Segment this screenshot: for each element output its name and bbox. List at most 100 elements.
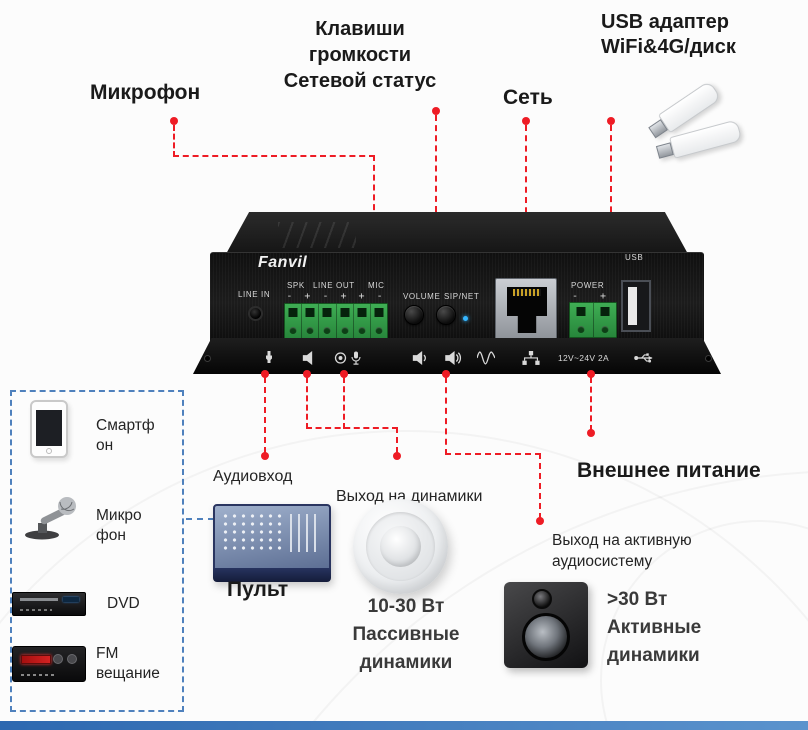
- dvd-player-icon: [12, 592, 86, 616]
- source-label-microphone: Микро фон: [96, 507, 142, 544]
- speaker-terminal-block: [284, 303, 388, 339]
- line-dot: [587, 370, 595, 378]
- fm-knob: [67, 654, 77, 664]
- label-active-speakers: >30 Вт Активные динамики: [607, 589, 702, 666]
- terminal: [319, 304, 337, 338]
- line-dot: [340, 370, 348, 378]
- mic-icon: [350, 351, 362, 366]
- line-segment: [264, 377, 266, 453]
- callout-microphone: Микрофон: [90, 81, 201, 104]
- mixer-sliders: [290, 514, 322, 552]
- terminal: [371, 304, 387, 338]
- line-in-jack: [248, 306, 263, 321]
- dvd-buttons: [20, 609, 52, 611]
- lan-icon: [522, 351, 540, 366]
- vent-lines: [278, 222, 356, 248]
- record-icon: [334, 351, 347, 365]
- dvd-display: [63, 597, 79, 602]
- callout-active-output: Выход на активную аудиосистему: [552, 532, 692, 570]
- power-rating-label: 12V~24V 2A: [558, 353, 609, 363]
- line-dot: [261, 370, 269, 378]
- line-segment: [445, 453, 541, 455]
- line-segment: [306, 427, 398, 429]
- line-segment: [343, 377, 345, 429]
- status-led: [463, 316, 468, 321]
- audio-sources-box: [10, 390, 184, 712]
- fm-radio-icon: [12, 646, 86, 682]
- terminal: [302, 304, 320, 338]
- sip-net-label: SIP/NET: [444, 292, 480, 301]
- fm-display: [21, 655, 51, 664]
- mixer-top-panel: [213, 504, 331, 570]
- device-front-panel: Fanvil LINE IN SPK LINE OUT MIC - + - + …: [210, 252, 704, 344]
- volume-button: [404, 305, 424, 325]
- blue-line-segment: [186, 518, 214, 520]
- line-in-label: LINE IN: [238, 290, 271, 299]
- line-dot: [442, 370, 450, 378]
- terminal: [594, 303, 617, 337]
- audio-in-icon: [260, 351, 278, 365]
- callout-usb-adapter: USB адаптер WiFi&4G/диск: [601, 11, 736, 58]
- usb-label: USB: [625, 253, 644, 262]
- active-speaker-icon: [504, 582, 588, 668]
- label-mixer: Пульт: [227, 578, 289, 601]
- device-top-cover: [226, 212, 688, 254]
- mount-screw: [705, 355, 712, 362]
- terminal-polarity-label: - + - + + -: [286, 291, 386, 302]
- bottom-blue-bar: [0, 721, 808, 730]
- mixer-front-edge: [213, 568, 331, 582]
- source-label-fm: FM вещание: [96, 645, 160, 682]
- line-segment: [173, 125, 175, 157]
- paging-gateway-device: Fanvil LINE IN SPK LINE OUT MIC - + - + …: [193, 210, 721, 374]
- line-segment: [590, 377, 592, 431]
- rj45-pins: [513, 289, 541, 296]
- usb-tongue: [628, 287, 637, 325]
- line-dot: [607, 117, 615, 125]
- line-dot: [303, 370, 311, 378]
- ceiling-speaker-icon: [353, 499, 448, 594]
- speaker-icon: [302, 351, 320, 365]
- sip-net-button: [436, 305, 456, 325]
- mic-label: MIC: [368, 281, 385, 290]
- desk-microphone-icon: [20, 494, 84, 540]
- source-label-smartphone: Смартф он: [96, 417, 155, 454]
- callout-audio-input: Аудиовход: [213, 468, 293, 485]
- line-segment: [173, 155, 375, 157]
- callout-network: Сеть: [503, 86, 553, 109]
- rj45-socket: [507, 287, 547, 333]
- line-dot: [261, 452, 269, 460]
- mixer-knobs: [221, 512, 285, 552]
- phone-home-button: [46, 448, 52, 454]
- line-dot: [536, 517, 544, 525]
- source-label-dvd: DVD: [107, 595, 140, 612]
- line-segment: [610, 125, 612, 253]
- line-out-label: LINE OUT: [313, 281, 355, 290]
- volume-label: VOLUME: [403, 292, 441, 301]
- spk-label: SPK: [287, 281, 305, 290]
- line-segment: [396, 427, 398, 453]
- line-segment: [525, 125, 527, 275]
- tweeter: [532, 589, 552, 609]
- speaker-high-icon: [445, 351, 463, 365]
- terminal: [337, 304, 354, 338]
- speaker-low-icon: [412, 351, 430, 365]
- line-segment: [539, 453, 541, 519]
- power-terminal-block: [569, 302, 617, 338]
- line-dot: [522, 117, 530, 125]
- dvd-tray: [20, 598, 58, 601]
- line-segment: [435, 115, 437, 303]
- brand-logo: Fanvil: [258, 254, 308, 271]
- usb-trident-icon: [634, 351, 656, 365]
- line-dot: [432, 107, 440, 115]
- speaker-dome: [380, 526, 421, 567]
- smartphone-icon: [30, 400, 68, 458]
- woofer: [522, 613, 570, 661]
- usb-port: [621, 280, 651, 332]
- terminal: [570, 303, 594, 337]
- label-passive-speakers: 10-30 Вт Пассивные динамики: [352, 596, 460, 673]
- line-segment: [445, 377, 447, 455]
- terminal: [285, 304, 303, 338]
- callout-external-power: Внешнее питание: [577, 459, 761, 482]
- callout-volume-keys-network-status: Клавиши громкости Сетевой статус: [283, 18, 437, 92]
